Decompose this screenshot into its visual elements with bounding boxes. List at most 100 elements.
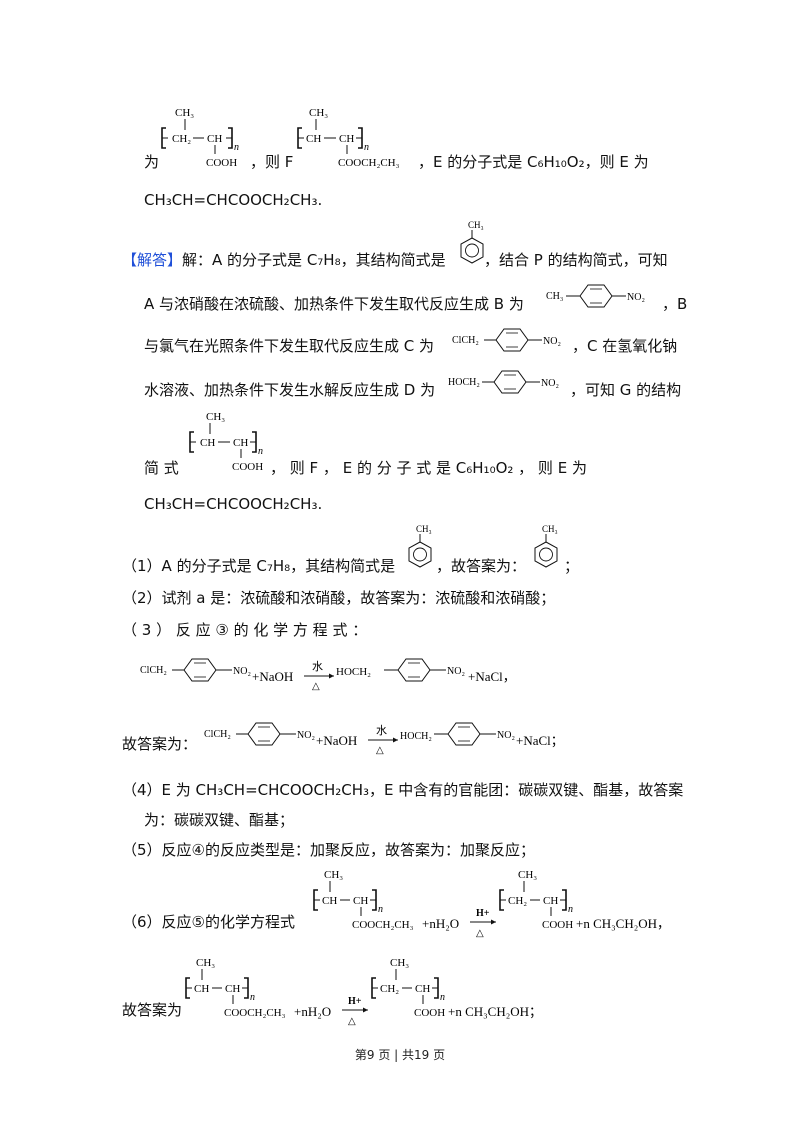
ch3-label: CH₃ bbox=[324, 869, 343, 881]
delta-label: △ bbox=[348, 1016, 356, 1027]
ethanol-label: +n CH₃CH₂OH； bbox=[448, 1004, 542, 1020]
ch-label: CH bbox=[207, 133, 222, 145]
cooh-label: COOH bbox=[414, 1007, 445, 1019]
ethanol-label: +n CH₃CH₂OH， bbox=[576, 916, 670, 931]
delta-label: △ bbox=[476, 928, 484, 939]
jieda-line-5b: ， 则 F ， E 的 分 子 式 是 C₆H₁₀O₂ ， 则 E 为 bbox=[270, 459, 587, 477]
clch2-label: ClCH₂ bbox=[140, 665, 167, 676]
ch-label: CH bbox=[233, 437, 248, 449]
reaction-equation-3-answer: ClCH₂ NO₂ +NaOH 水 △ HOCH₂ NO₂ +NaCl； bbox=[204, 722, 564, 756]
n-label: n bbox=[568, 904, 573, 915]
clch2-label: ClCH₂ bbox=[204, 729, 231, 740]
ch3-label: CH₃ bbox=[468, 220, 484, 230]
n-label: n bbox=[378, 904, 383, 915]
ch-label: CH bbox=[415, 983, 430, 995]
cooh-label: COOH bbox=[232, 461, 263, 472]
p-nitrotoluene-structure: CH₃ NO₂ bbox=[546, 284, 645, 308]
n-label: n bbox=[258, 446, 263, 457]
polymer-structure-2: CH₃ CH CH n COOCH₂CH₃ bbox=[297, 107, 400, 168]
cooh-label: COOH bbox=[542, 919, 573, 931]
q6-answer-pre: 故答案为 bbox=[122, 1001, 183, 1019]
jieda-line-1: 【解答】解：A 的分子式是 C₇H₈，其结构简式是 bbox=[122, 250, 446, 270]
jieda-text-2b: ，B bbox=[662, 295, 688, 313]
ch-label: CH bbox=[225, 983, 240, 995]
water-label: 水 bbox=[376, 724, 387, 737]
q4-line-2: 为：碳碳双键、酯基； bbox=[144, 811, 295, 829]
ch3-label: CH₃ bbox=[390, 957, 409, 969]
q3-answer-pre: 故答案为： bbox=[122, 735, 198, 753]
no2-label: NO₂ bbox=[297, 730, 315, 741]
clch2-label: ClCH₂ bbox=[452, 335, 479, 346]
ch-label: CH bbox=[306, 133, 321, 145]
jieda-text-3b: ，C 在氢氧化钠 bbox=[572, 337, 678, 355]
ch3-label: CH₃ bbox=[546, 291, 563, 302]
nacl-label: +NaCl； bbox=[516, 733, 564, 749]
ch-label: CH bbox=[322, 895, 337, 907]
q2-text: （2）试剂 a 是：浓硫酸和浓硝酸，故答案为：浓硫酸和浓硝酸； bbox=[122, 589, 556, 607]
n-label: n bbox=[250, 992, 255, 1003]
q4-line-1: （4）E 为 CH₃CH=CHCOOCH₂CH₃，E 中含有的官能团：碳碳双键、… bbox=[122, 781, 684, 799]
delta-label: △ bbox=[312, 681, 320, 692]
jieda-line-2a: A 与浓硝酸在浓硫酸、加热条件下发生取代反应生成 B 为 bbox=[144, 295, 524, 313]
q1-text-c: ； bbox=[564, 557, 580, 575]
reaction-equation-3: ClCH₂ NO₂ +NaOH 水 △ HOCH₂ NO₂ +NaCl， bbox=[140, 658, 516, 692]
jieda-text: 解：A 的分子式是 C₇H₈，其结构简式是 bbox=[182, 251, 446, 269]
naoh-label: +NaOH bbox=[316, 733, 357, 748]
hplus-label: H+ bbox=[348, 996, 362, 1007]
ch-label: CH bbox=[353, 895, 368, 907]
ch3-label: CH₃ bbox=[416, 524, 432, 534]
cooch2ch3-label: COOCH₂CH₃ bbox=[352, 919, 414, 931]
ch2-label: CH₂ bbox=[172, 133, 191, 145]
no2-label: NO₂ bbox=[541, 378, 559, 389]
n-label: n bbox=[234, 142, 239, 153]
text-e-formula: ，E 的分子式是 C₆H₁₀O₂，则 E 为 bbox=[418, 153, 649, 171]
page-footer: 第9 页 | 共19 页 bbox=[354, 1048, 446, 1062]
ch-label: CH bbox=[339, 133, 354, 145]
hoch2-label: HOCH₂ bbox=[448, 377, 480, 388]
q1-text-b: ，故答案为： bbox=[436, 557, 527, 575]
jieda-text-1b: ，结合 P 的结构简式，可知 bbox=[484, 251, 668, 269]
q1-text-a: （1）A 的分子式是 C₇H₈，其结构简式是 bbox=[122, 557, 396, 575]
nacl-label: +NaCl， bbox=[468, 669, 516, 684]
p-nitrobenzyl-alcohol-structure: HOCH₂ NO₂ bbox=[448, 370, 559, 394]
water-label: 水 bbox=[312, 660, 323, 673]
jieda-line-4a: 水溶液、加热条件下发生水解反应生成 D 为 bbox=[144, 381, 436, 399]
no2-label: NO₂ bbox=[233, 666, 251, 677]
toluene-structure: CH₃ bbox=[408, 524, 432, 568]
ch-label: CH bbox=[543, 895, 558, 907]
n-label: n bbox=[364, 142, 369, 153]
jieda-line-3a: 与氯气在光照条件下发生取代反应生成 C 为 bbox=[144, 337, 435, 355]
toluene-structure: CH₃ bbox=[534, 524, 558, 568]
ch3-label: CH₃ bbox=[518, 869, 537, 881]
ch-label: CH bbox=[200, 437, 215, 449]
toluene-structure: CH₃ bbox=[460, 220, 484, 264]
q5-text: （5）反应④的反应类型是：加聚反应，故答案为：加聚反应； bbox=[122, 841, 535, 859]
jieda-line-6: CH₃CH=CHCOOCH₂CH₃. bbox=[144, 495, 323, 513]
reaction-equation-5: CH₃ CH CH n COOCH₂CH₃ +nH₂O H+ △ CH₃ CH₂… bbox=[313, 869, 670, 939]
ch2-label: CH₂ bbox=[508, 895, 527, 907]
polymer-structure-g: CH₃ CH CH n COOH bbox=[189, 411, 263, 472]
hoch2-label: HOCH₂ bbox=[336, 666, 371, 678]
ch3-label: CH₃ bbox=[309, 107, 328, 119]
ch2-label: CH₂ bbox=[380, 983, 399, 995]
cooch2ch3-label: COOCH₂CH₃ bbox=[224, 1007, 286, 1019]
no2-label: NO₂ bbox=[447, 666, 465, 677]
q3-label: （ 3 ） 反 应 ③ 的 化 学 方 程 式 ： bbox=[122, 621, 368, 639]
delta-label: △ bbox=[376, 745, 384, 756]
text-wei: 为 bbox=[144, 153, 160, 171]
ch3-label: CH₃ bbox=[206, 411, 225, 423]
text-ze-f: ，则 F bbox=[250, 153, 294, 171]
q6-label: （6）反应⑤的化学方程式 bbox=[122, 913, 295, 931]
reaction-equation-5-answer: CH₃ CH CH n COOCH₂CH₃ +nH₂O H+ △ CH₃ CH₂… bbox=[185, 957, 542, 1027]
nh2o-label: +nH₂O bbox=[294, 1004, 331, 1019]
ch3-label: CH₃ bbox=[542, 524, 558, 534]
cooh-label: COOH bbox=[206, 157, 237, 168]
cooch2ch3-label: COOCH₂CH₃ bbox=[338, 157, 400, 168]
jieda-text-4b: ，可知 G 的结构 bbox=[570, 381, 682, 399]
hplus-label: H+ bbox=[476, 908, 490, 919]
ch3-label: CH₃ bbox=[196, 957, 215, 969]
hoch2-label: HOCH₂ bbox=[400, 731, 432, 742]
text-e-answer: CH₃CH=CHCOOCH₂CH₃. bbox=[144, 191, 323, 209]
polymer-structure-1: CH₃ CH₂ CH n COOH bbox=[161, 107, 239, 168]
ch-label: CH bbox=[194, 983, 209, 995]
